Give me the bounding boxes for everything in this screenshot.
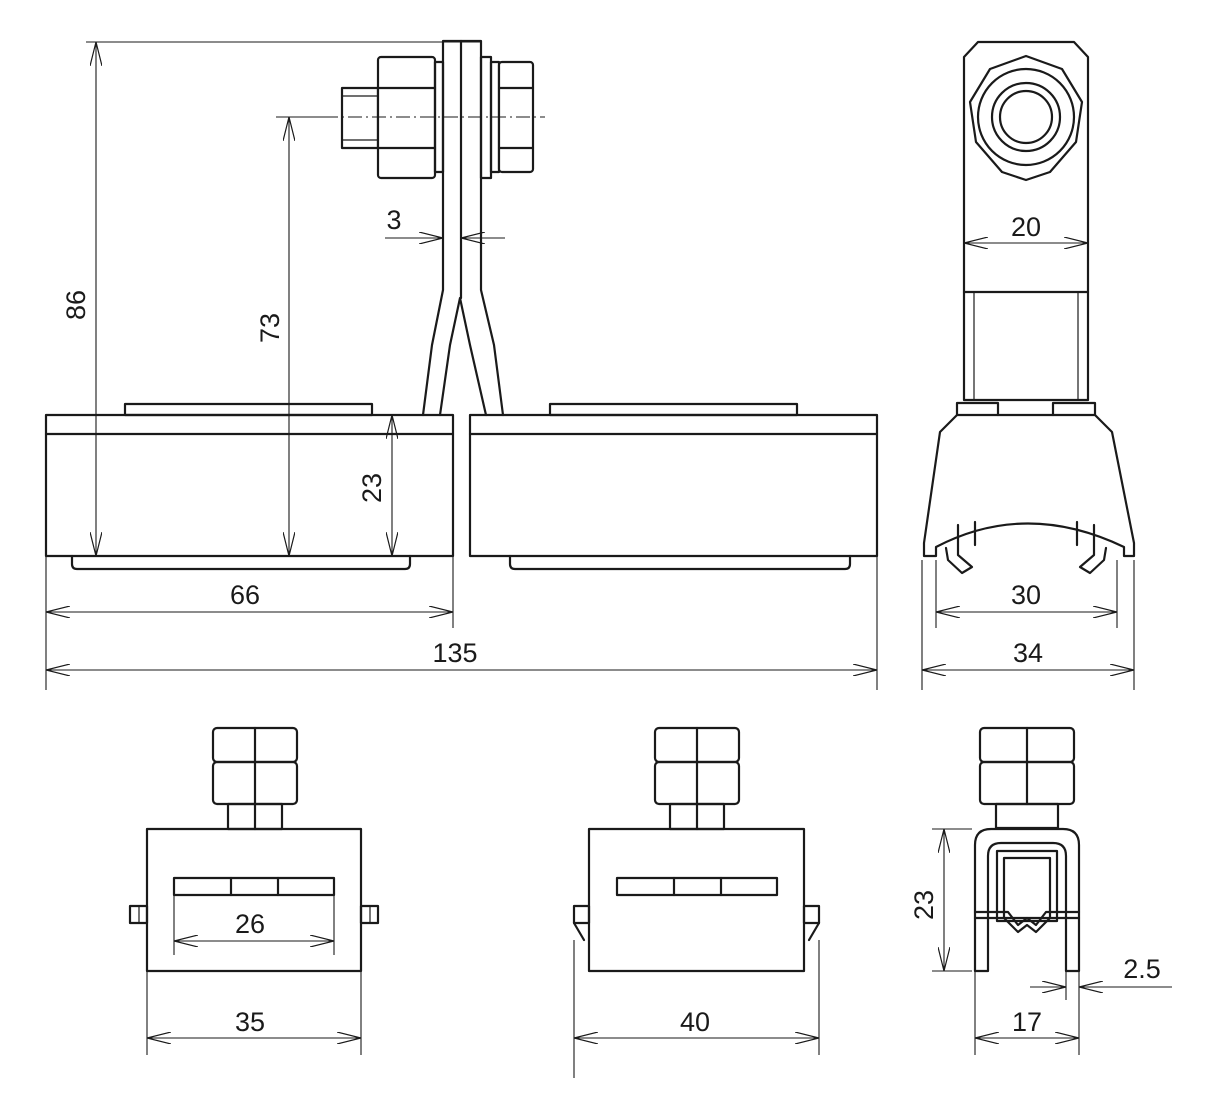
dim-flat-width: 20	[1011, 212, 1041, 242]
left-base-block	[44, 402, 455, 571]
clip-detail-view	[973, 726, 1081, 973]
dim-width-40: 40	[680, 1007, 710, 1037]
side-view	[922, 40, 1136, 575]
dim-clip-thickness: 2.5	[1123, 954, 1161, 984]
dim-total-length: 135	[432, 638, 477, 668]
dim-base-height: 23	[357, 473, 387, 503]
dim-clip-width: 17	[1012, 1007, 1042, 1037]
dim-plate-thickness: 3	[386, 205, 401, 235]
dim-half-length: 66	[230, 580, 260, 610]
dim-inner-width-30: 30	[1011, 580, 1041, 610]
dim-slot-width: 26	[235, 909, 265, 939]
side-view-dimensions: 20 30 34	[921, 212, 1135, 690]
right-base-block	[468, 402, 879, 571]
dim-outer-width-34: 34	[1013, 638, 1043, 668]
dim-clip-height: 23	[909, 890, 939, 920]
bottom-view-40-dimensions: 40	[573, 940, 820, 1078]
bottom-view-35-dimensions: 26 35	[146, 895, 362, 1055]
bottom-view-40	[572, 726, 821, 973]
dim-width-35: 35	[235, 1007, 265, 1037]
dim-bolt-axis-height: 73	[255, 313, 285, 343]
bottom-view-35	[128, 726, 380, 973]
front-view	[44, 39, 879, 571]
clip-detail-dimensions: 23 2.5 17	[909, 828, 1172, 1055]
bolt-assembly	[300, 55, 545, 180]
front-view-dimensions: 86 73 3 23 66 135	[45, 41, 878, 690]
bent-plate	[421, 39, 505, 417]
dim-overall-height: 86	[61, 290, 91, 320]
